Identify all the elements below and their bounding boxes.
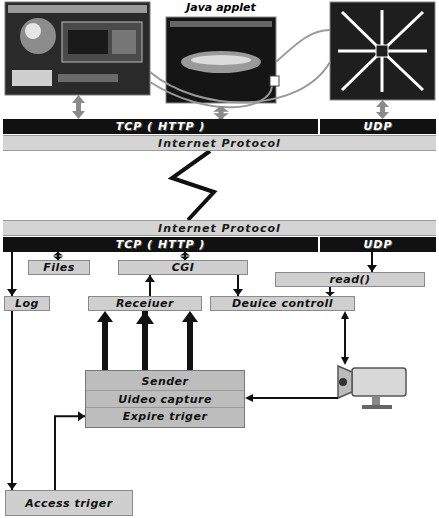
- process-box: Deuice controll: [210, 296, 355, 311]
- connector: [172, 151, 214, 220]
- node-label: Sender: [142, 375, 189, 388]
- stack-row: Expire triger: [86, 407, 244, 425]
- browser-screenshot: [5, 2, 150, 95]
- arrow-head: [180, 252, 190, 256]
- arrow-head: [136, 311, 154, 324]
- connector: [325, 287, 335, 296]
- node-label: Receiuer: [116, 297, 174, 310]
- node-label: Java applet: [186, 1, 256, 14]
- node-label: UDP: [363, 238, 392, 251]
- arrow-head: [53, 252, 63, 256]
- applet-heading: Java applet: [160, 0, 282, 106]
- connector-line: [11, 311, 13, 490]
- thick-arrow: [97, 311, 198, 370]
- arrow-head: [233, 289, 243, 296]
- connector: [7, 311, 17, 490]
- node-label: TCP ( HTTP ): [116, 120, 206, 133]
- protocol-band: UDP: [320, 119, 436, 134]
- node-label: TCP ( HTTP ): [116, 238, 206, 251]
- node-label: Internet Protocol: [158, 222, 281, 235]
- node-label: Deuice controll: [232, 297, 333, 310]
- connector: [136, 311, 154, 370]
- connector: [233, 275, 243, 296]
- node-label: read(): [329, 273, 370, 286]
- small-window: [270, 76, 279, 86]
- double-arrow: [341, 311, 349, 365]
- process-box: Access triger: [5, 490, 133, 516]
- protocol-band: Internet Protocol: [3, 220, 436, 236]
- connector: [55, 411, 85, 490]
- capture-arrow: [245, 394, 338, 402]
- node-label: UDP: [363, 120, 392, 133]
- connector: [367, 252, 377, 272]
- process-box: Files: [28, 260, 90, 275]
- connector: [53, 252, 63, 260]
- stack-row: Sender: [86, 373, 244, 390]
- camera: [338, 366, 406, 409]
- node-label: CGI: [172, 261, 195, 274]
- node-label: Access triger: [25, 497, 112, 510]
- protocol-band: TCP ( HTTP ): [3, 119, 318, 134]
- node-label: Uideo capture: [118, 393, 212, 406]
- arrow-head: [145, 275, 155, 282]
- connector: [180, 252, 190, 260]
- connector: [7, 252, 17, 296]
- node-label: Internet Protocol: [158, 137, 281, 150]
- connector: [145, 275, 155, 296]
- process-box: Log: [4, 296, 50, 311]
- arrow-head: [213, 106, 229, 112]
- process-box: Receiuer: [88, 296, 202, 311]
- stack-row: Uideo capture: [86, 390, 244, 408]
- process-box: CGI: [118, 260, 248, 275]
- process-stack: SenderUideo captureExpire triger: [85, 370, 245, 428]
- node-label: Expire triger: [123, 410, 208, 423]
- control-panel: [330, 2, 435, 100]
- connector-line: [55, 416, 85, 490]
- connector: [213, 106, 229, 119]
- node-label: Files: [43, 261, 75, 274]
- arrow-head: [367, 265, 377, 272]
- double-arrow: [72, 95, 389, 119]
- protocol-band: UDP: [320, 237, 436, 252]
- protocol-band: Internet Protocol: [3, 135, 436, 151]
- protocol-band: TCP ( HTTP ): [3, 237, 318, 252]
- link-curve: [150, 30, 330, 107]
- process-box: read(): [275, 272, 425, 287]
- connector-line: [172, 151, 214, 220]
- arrow-head: [7, 289, 17, 296]
- node-label: Log: [15, 297, 39, 310]
- arrow-head: [78, 411, 85, 421]
- arrow-head: [7, 483, 17, 490]
